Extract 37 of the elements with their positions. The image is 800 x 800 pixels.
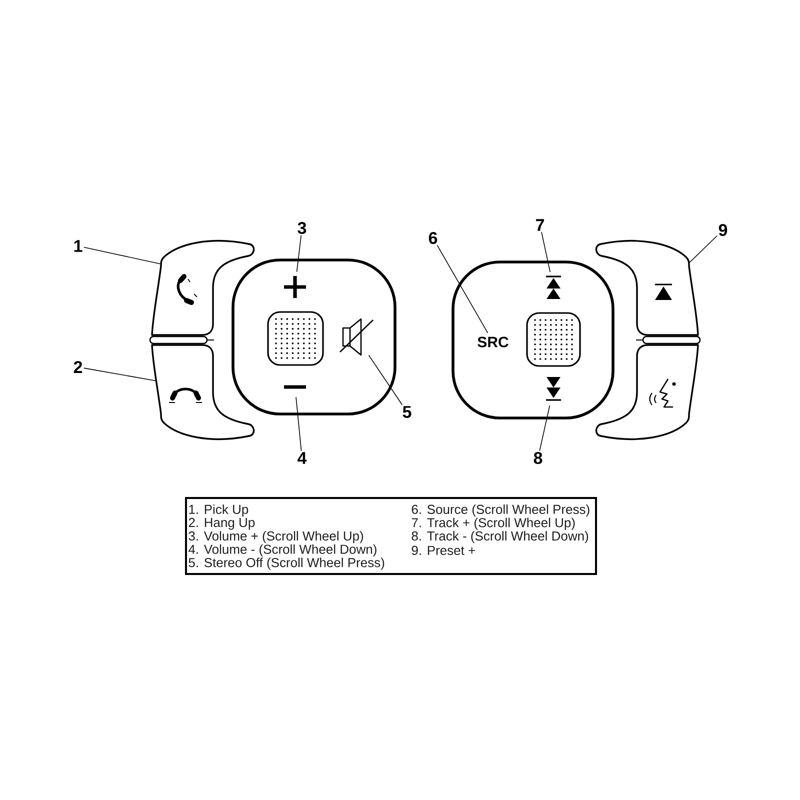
callout-number: 6 [428,232,438,244]
key-entry: 1. Pick Up [189,504,248,517]
key-entry: 2. Hang Up [188,518,255,530]
key-entry: 8. Track - (Scroll Wheel Down) [412,531,588,544]
plus-icon [282,274,308,300]
mute-icon [340,318,374,356]
callout-number: 9 [718,224,728,236]
callout-number: 5 [402,406,412,418]
leader-line [368,354,403,406]
minus-icon [284,385,306,389]
down-arrows-icon [546,377,561,401]
leader-line [541,232,551,273]
paddle-button [151,344,255,440]
callout-number: 1 [74,240,82,252]
paddle-button [595,240,699,336]
leader-line [436,244,488,334]
callout-number: 7 [536,219,544,231]
leader-line [296,396,302,452]
paddle-button [151,240,255,336]
button-label: SRC [478,336,508,348]
leader-line [296,234,302,272]
key-entry: 3. Volume + (Scroll Wheel Up) [188,531,364,544]
paddle-button [595,344,699,440]
leader-line [84,368,158,382]
key-entry: 4. Volume - (Scroll Wheel Down) [188,544,376,556]
leader-line [84,246,162,264]
key-entry: 9. Preset + [412,546,475,555]
leader-line [688,235,718,264]
callout-number: 8 [534,452,542,464]
callout-number: 4 [298,452,307,464]
key-entry: 7. Track + (Scroll Wheel Up) [412,518,575,530]
key-entry: 6. Source (Scroll Wheel Press) [412,504,590,517]
callout-number: 2 [74,361,82,373]
key-entry: 5. Stereo Off (Scroll Wheel Press) [188,558,384,570]
leader-line [539,405,550,452]
callout-number: 3 [298,222,306,234]
up-arrows-icon [546,276,561,299]
